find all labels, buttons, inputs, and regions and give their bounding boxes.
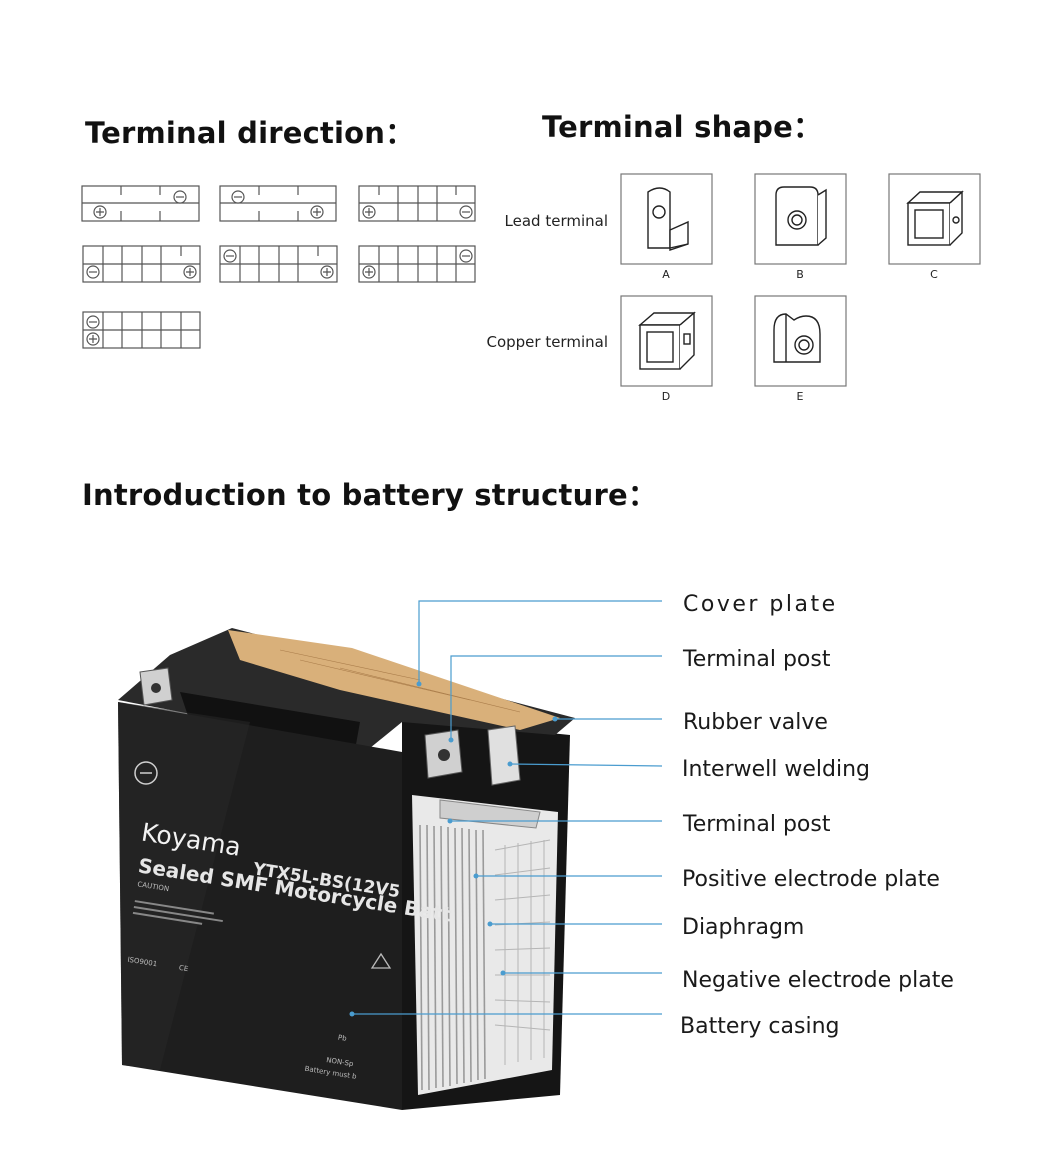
leader-terminal-post-1	[450, 655, 662, 740]
callout-battery-casing: Battery casing	[680, 1014, 839, 1039]
callout-negative-plate: Negative electrode plate	[682, 968, 954, 993]
direction-diagram-5	[219, 245, 338, 283]
callout-cover-plate: Cover plate	[683, 592, 838, 617]
copper-terminal-label: Copper terminal	[486, 333, 608, 351]
electrode-plates	[419, 824, 486, 1091]
direction-diagram-4	[82, 245, 201, 283]
direction-diagram-1	[81, 185, 200, 222]
battery-illustration: Koyama YTX5L-BS(12V5 Sealed SMF Motorcyc…	[118, 628, 575, 1110]
battery-pb: Pb	[337, 1034, 347, 1043]
leader-lines	[352, 600, 663, 1015]
callout-terminal-post-2: Terminal post	[682, 812, 831, 837]
shape-letter-b: B	[796, 268, 804, 281]
callout-diaphragm: Diaphragm	[682, 915, 804, 940]
terminal-c-icon	[906, 190, 964, 246]
terminal-a-icon	[647, 187, 689, 251]
terminal-shape-heading: Terminal shape：	[542, 110, 823, 144]
shape-letter-e: E	[797, 390, 804, 403]
negative-terminal	[139, 667, 173, 706]
lead-terminal-label: Lead terminal	[505, 212, 608, 230]
callout-rubber-valve: Rubber valve	[683, 710, 828, 735]
direction-diagram-6	[358, 245, 476, 283]
lid-recess	[180, 692, 360, 750]
callout-interwell-welding: Interwell welding	[682, 757, 870, 782]
shape-letter-a: A	[662, 268, 670, 281]
terminal-direction-grid	[81, 185, 476, 349]
battery-ce: CE	[178, 964, 188, 973]
terminal-e-icon	[773, 313, 821, 363]
direction-diagram-7	[82, 311, 201, 349]
direction-diagram-2	[219, 185, 337, 222]
cover-plate-sticker	[228, 630, 560, 730]
terminal-d-icon	[638, 311, 696, 370]
negative-symbol-icon	[134, 761, 158, 785]
terminal-direction-heading: Terminal direction：	[85, 116, 415, 150]
positive-terminal	[424, 725, 521, 786]
shape-box-d	[620, 295, 713, 387]
shape-letter-c: C	[930, 268, 938, 281]
callout-terminal-post-1: Terminal post	[682, 647, 831, 672]
terminal-b-icon	[775, 186, 827, 246]
negative-plate-grid	[494, 839, 551, 1065]
callout-positive-plate: Positive electrode plate	[682, 867, 940, 892]
battery-structure-heading: Introduction to battery structure：	[82, 478, 658, 512]
leader-dots	[349, 681, 558, 1017]
recycle-icon	[370, 952, 392, 969]
shape-letter-d: D	[662, 390, 670, 403]
leader-interwell-welding	[509, 763, 663, 767]
leader-cover-plate	[418, 600, 662, 684]
direction-diagram-3	[358, 185, 476, 222]
